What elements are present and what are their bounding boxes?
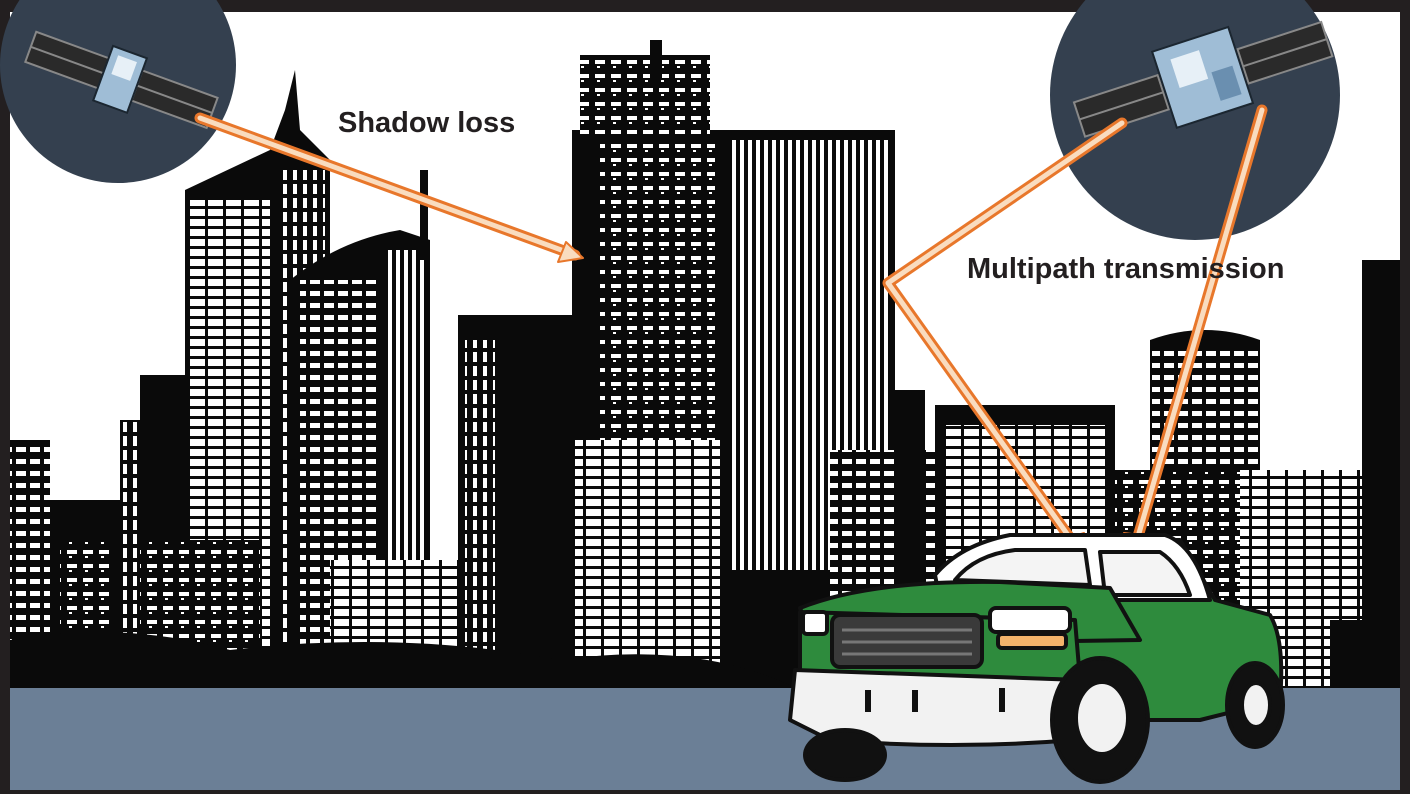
shadow-loss-label: Shadow loss (338, 107, 515, 139)
multipath-label: Multipath transmission (967, 253, 1284, 285)
